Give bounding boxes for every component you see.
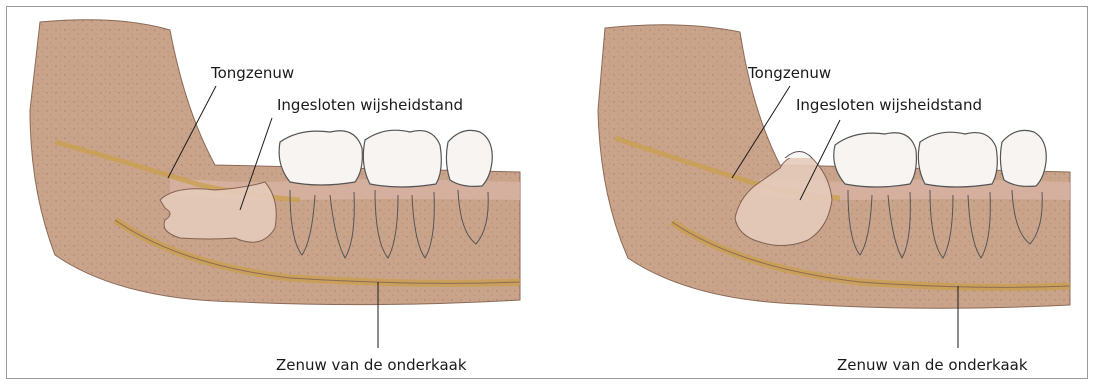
label-tongue-nerve: Tongzenuw [747,64,831,82]
right-panel: Tongzenuw Ingesloten wijsheidstand Zenuw… [598,25,1070,374]
impacted-wisdom-tooth [160,182,276,242]
label-tongue-nerve: Tongzenuw [210,64,294,82]
label-impacted-tooth: Ingesloten wijsheidstand [277,96,463,114]
label-impacted-tooth: Ingesloten wijsheidstand [796,96,982,114]
jaw-stipple [598,25,1070,308]
left-panel: Tongzenuw Ingesloten wijsheidstand Zenuw… [30,20,520,374]
label-jaw-nerve: Zenuw van de onderkaak [837,356,1028,374]
label-jaw-nerve: Zenuw van de onderkaak [276,356,467,374]
